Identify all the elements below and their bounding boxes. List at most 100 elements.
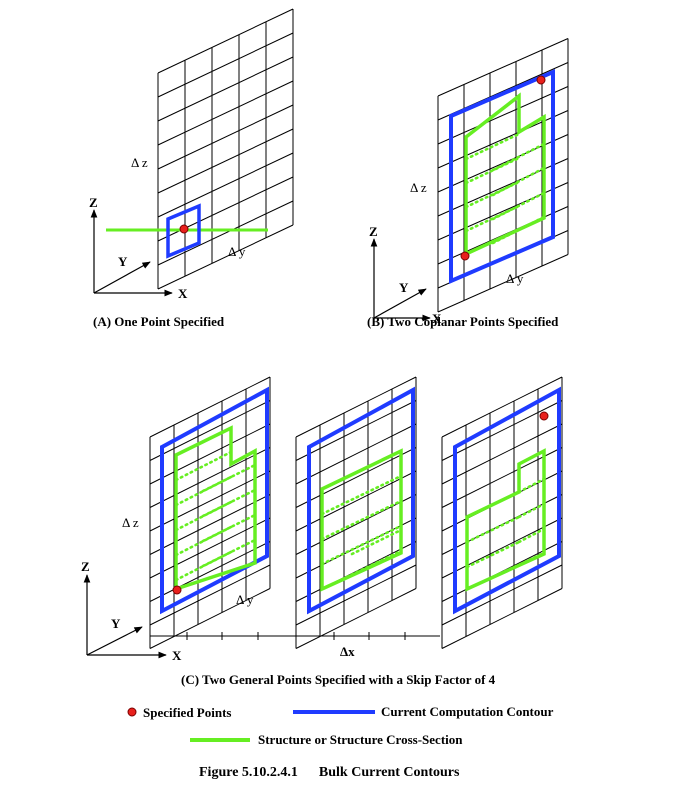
axes-c xyxy=(83,574,167,659)
grid-line xyxy=(437,254,569,313)
grid-b xyxy=(437,38,569,313)
grid-line xyxy=(295,376,417,438)
axes-a xyxy=(90,209,173,297)
specified-point-b-top xyxy=(536,75,546,85)
caption-c: (C) Two General Points Specified with a … xyxy=(181,672,496,687)
z-axis-label-a: Z xyxy=(89,195,98,210)
grid-line xyxy=(441,376,563,438)
grid-line xyxy=(157,224,294,290)
grid-line xyxy=(157,56,294,122)
grid-line xyxy=(437,134,569,193)
structure-diagonal xyxy=(517,527,546,544)
structure-outline xyxy=(465,448,546,592)
structure-diagonal xyxy=(320,524,403,566)
y-axis-label-c: Y xyxy=(111,616,121,631)
grid-line xyxy=(295,423,417,485)
delta-z-label-c: Δ z xyxy=(122,515,139,530)
grid-line xyxy=(149,588,271,649)
grid-line xyxy=(441,517,563,579)
legend-contour-label: Current Computation Contour xyxy=(381,704,554,719)
grid-c-1 xyxy=(149,376,271,649)
grid-line xyxy=(149,494,271,555)
legend-structure-label: Structure or Structure Cross-Section xyxy=(258,732,463,747)
y-axis-label-a: Y xyxy=(118,254,128,269)
structure-diagonal xyxy=(320,499,403,541)
structure-diagonal xyxy=(491,142,546,172)
grid-line xyxy=(441,447,563,508)
structure-diagonal xyxy=(517,477,546,494)
grid-line xyxy=(437,86,569,145)
contour-c-1 xyxy=(160,386,269,615)
grid-line xyxy=(149,470,271,532)
grid-line xyxy=(149,423,271,485)
structure-diagonal xyxy=(491,166,546,197)
grid-line xyxy=(437,38,569,97)
grid-line xyxy=(149,541,271,602)
structure-outline xyxy=(320,448,403,592)
specified-point-a xyxy=(179,224,189,234)
delta-y-label-a: Δ y xyxy=(228,244,246,259)
structure-b xyxy=(464,92,546,257)
contour-c-2 xyxy=(307,386,415,615)
grid-line xyxy=(157,8,294,74)
structure-diagonal xyxy=(201,463,257,493)
grid-line xyxy=(295,470,417,532)
caption-b: (B) Two Coplanar Points Specified xyxy=(367,314,559,329)
grid-line xyxy=(295,564,417,626)
z-axis-label-c: Z xyxy=(81,559,90,574)
structure-diagonal xyxy=(201,488,257,518)
x-axis-label-a: X xyxy=(178,286,188,301)
grid-line xyxy=(149,517,271,579)
structure-diagonal xyxy=(320,474,403,516)
delta-y-label-c: Δ y xyxy=(236,592,254,607)
grid-line xyxy=(157,104,294,170)
specified-point-b-bottom xyxy=(460,251,470,261)
grid-line xyxy=(441,400,563,461)
grid-line xyxy=(437,158,569,217)
structure-diagonal xyxy=(491,191,546,221)
grid-line xyxy=(157,152,294,218)
legend: Specified Points Current Computation Con… xyxy=(127,704,554,747)
contour-c-3 xyxy=(453,386,561,615)
grid-line xyxy=(441,564,563,626)
y-axis-label-b: Y xyxy=(399,280,409,295)
grid-line xyxy=(295,447,417,508)
z-axis-label-b: Z xyxy=(369,224,378,239)
structure-diagonal xyxy=(465,540,521,569)
axes-b xyxy=(370,238,431,322)
structure-diagonal xyxy=(517,502,546,519)
delta-y-label-b: Δ y xyxy=(506,271,524,286)
panel-c: Z Y X Δ z Δ y Δx (C) Two General Points … xyxy=(81,376,563,687)
structure-diagonal xyxy=(464,132,521,161)
grid-line xyxy=(437,182,569,241)
grid-line xyxy=(157,32,294,98)
grid-line xyxy=(157,200,294,266)
grid-line xyxy=(295,494,417,555)
structure-c-1 xyxy=(174,425,257,592)
structure-diagonal xyxy=(201,538,257,568)
structure-diagonal xyxy=(201,513,257,543)
grid-line xyxy=(149,400,271,461)
legend-points-label: Specified Points xyxy=(143,705,231,720)
specified-point-c-1 xyxy=(172,585,182,595)
x-spacing-ruler xyxy=(150,632,440,640)
contour-a xyxy=(166,203,201,259)
delta-z-label-a: Δ z xyxy=(131,155,148,170)
x-axis-label-c: X xyxy=(172,648,182,663)
grid-c-3 xyxy=(441,376,563,649)
figure-title: Figure 5.10.2.4.1 Bulk Current Contours xyxy=(199,765,460,780)
grid-line xyxy=(149,447,271,508)
x-axis-label-b: X xyxy=(432,311,442,326)
grid-line xyxy=(295,588,417,649)
grid-line xyxy=(441,588,563,649)
grid-line xyxy=(149,376,271,438)
delta-z-label-b: Δ z xyxy=(410,180,427,195)
grid-line xyxy=(437,110,569,169)
grid-line xyxy=(441,423,563,485)
grid-line xyxy=(157,128,294,194)
grid-line xyxy=(157,80,294,146)
grid-line xyxy=(295,400,417,461)
structure-c-2 xyxy=(320,448,403,592)
structure-diagonal xyxy=(465,515,521,544)
legend-point-icon xyxy=(127,707,137,717)
